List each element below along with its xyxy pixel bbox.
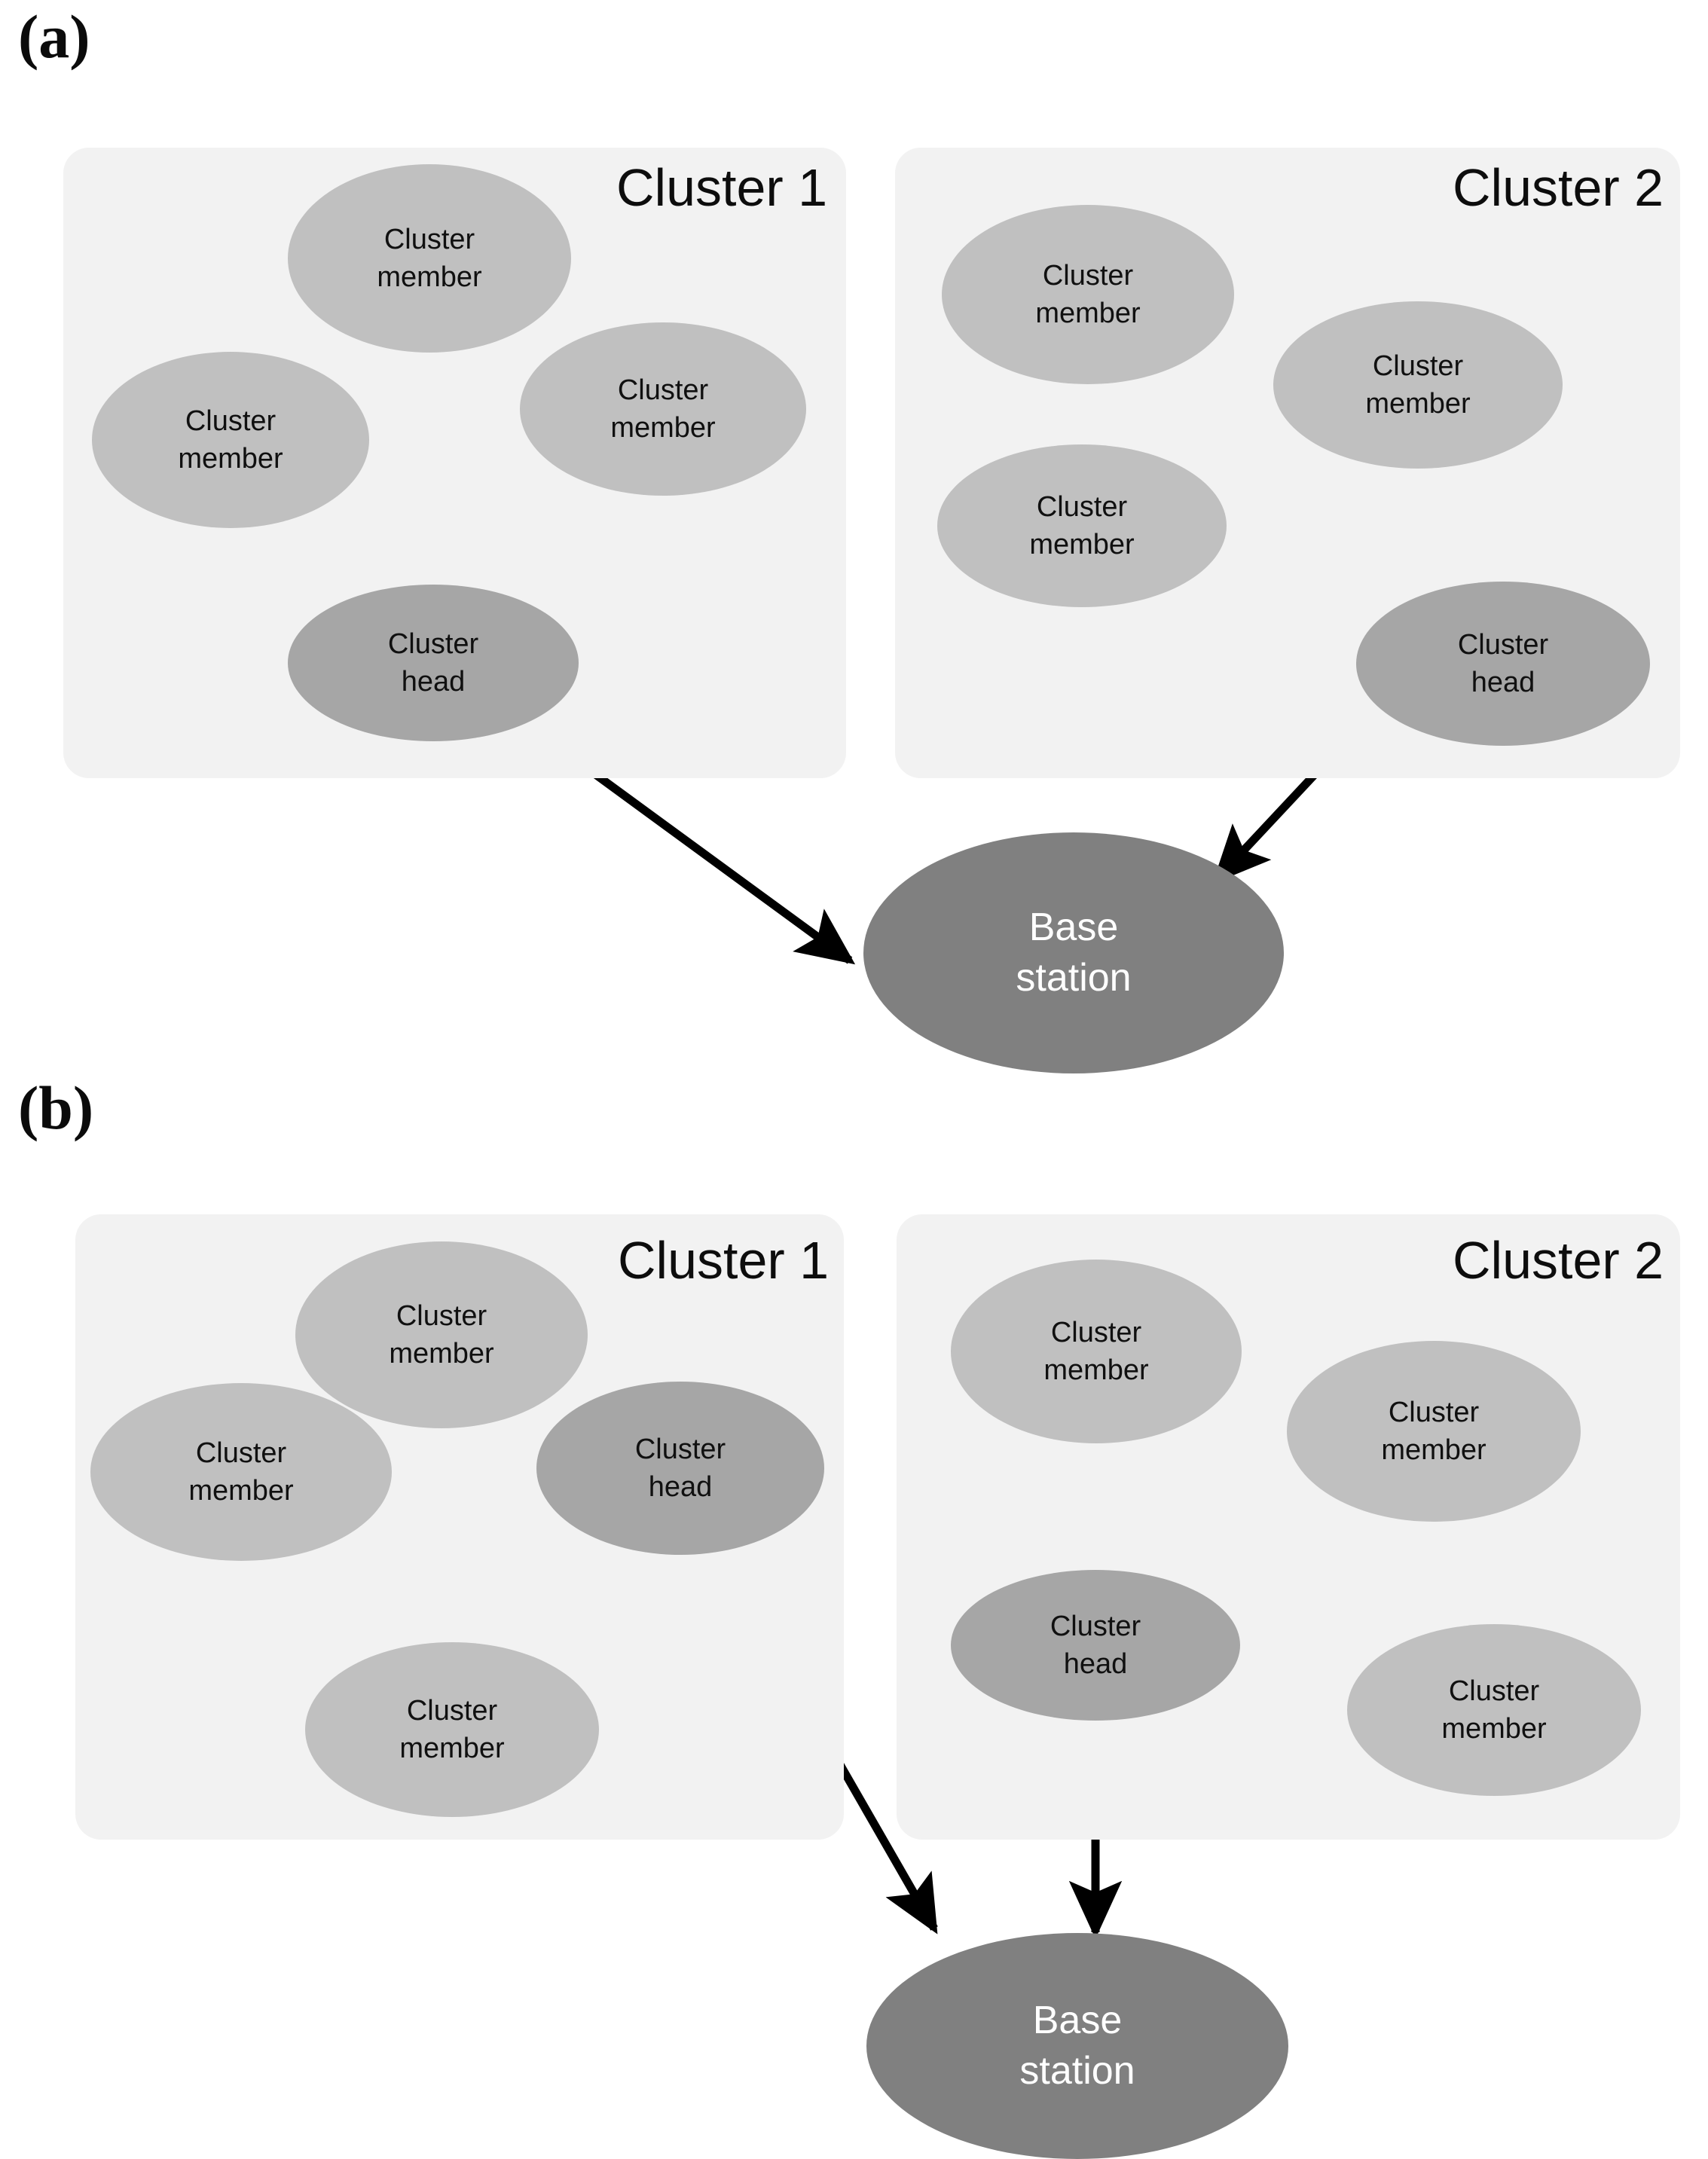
node-label-line2: member (1035, 298, 1141, 329)
node-label-line2: head (401, 666, 466, 698)
node-label-line1: Base (1028, 905, 1119, 950)
node-label-line2: head (1063, 1648, 1128, 1680)
node-a-c2-member-topleft[interactable]: Cluster member (942, 205, 1234, 384)
node-label-line2: station (1016, 956, 1132, 1000)
node-b-c1-member-bottom[interactable]: Cluster member (305, 1642, 599, 1817)
node-label-line2: member (610, 412, 716, 444)
node-a-c1-head[interactable]: Cluster head (288, 585, 579, 741)
node-label-line1: Cluster (617, 374, 709, 406)
node-label-line2: member (1043, 1354, 1149, 1386)
node-b-c2-member-right[interactable]: Cluster member (1287, 1341, 1581, 1522)
node-a-c2-member-topright[interactable]: Cluster member (1273, 301, 1563, 469)
cluster-title-b1: Cluster 1 (618, 1231, 830, 1290)
node-a-c2-member-left[interactable]: Cluster member (937, 444, 1227, 607)
node-b-c1-member-left[interactable]: Cluster member (90, 1383, 392, 1561)
panel-label-b: (b) (18, 1073, 94, 1142)
cluster-title-b2: Cluster 2 (1453, 1231, 1664, 1290)
node-label-line1: Base (1032, 1999, 1123, 2043)
node-label-line1: Cluster (1042, 259, 1134, 292)
node-label-line2: member (399, 1733, 505, 1764)
node-label-line2: head (648, 1471, 713, 1503)
node-a-base-station[interactable]: Base station (863, 832, 1284, 1073)
node-label-line2: head (1471, 667, 1535, 698)
node-label-line1: Cluster (383, 223, 475, 255)
node-label-line1: Cluster (634, 1433, 726, 1465)
node-label-line2: member (389, 1338, 494, 1370)
node-label-line1: Cluster (1448, 1675, 1540, 1707)
node-a-c1-member-top[interactable]: Cluster member (288, 164, 571, 353)
node-label-line1: Cluster (406, 1694, 498, 1727)
node-b-base-station[interactable]: Base station (866, 1933, 1288, 2159)
node-label-line1: Cluster (1372, 350, 1464, 382)
node-label-line1: Cluster (185, 405, 277, 437)
node-label-line1: Cluster (1457, 628, 1549, 661)
node-a-c2-head[interactable]: Cluster head (1356, 582, 1650, 746)
cluster-title-a2: Cluster 2 (1453, 158, 1664, 217)
node-label-line2: member (178, 443, 283, 475)
node-label-line1: Cluster (1050, 1316, 1142, 1348)
node-b-c1-head[interactable]: Cluster head (536, 1382, 824, 1555)
node-label-line1: Cluster (195, 1437, 287, 1469)
node-label-line1: Cluster (396, 1299, 487, 1332)
node-label-line2: member (377, 261, 482, 293)
node-b-c2-member-top[interactable]: Cluster member (951, 1260, 1242, 1443)
node-label-line1: Cluster (387, 628, 479, 660)
node-b-c2-member-bottomright[interactable]: Cluster member (1347, 1624, 1641, 1796)
node-label-line2: member (1029, 529, 1135, 560)
node-label-line1: Cluster (1036, 490, 1128, 523)
cluster-title-a1: Cluster 1 (616, 158, 828, 217)
node-a-c1-member-right[interactable]: Cluster member (520, 322, 806, 496)
panel-label-a: (a) (18, 2, 90, 71)
node-label-line2: member (1381, 1434, 1486, 1466)
node-label-line1: Cluster (1050, 1610, 1141, 1642)
node-label-line1: Cluster (1388, 1396, 1480, 1428)
node-b-c1-member-top[interactable]: Cluster member (295, 1241, 588, 1428)
node-label-line2: member (1441, 1713, 1547, 1745)
node-label-line2: member (1365, 388, 1471, 420)
node-b-c2-head[interactable]: Cluster head (951, 1570, 1240, 1721)
node-a-c1-member-left[interactable]: Cluster member (92, 352, 369, 528)
node-label-line2: member (188, 1475, 294, 1507)
node-label-line2: station (1019, 2049, 1135, 2093)
